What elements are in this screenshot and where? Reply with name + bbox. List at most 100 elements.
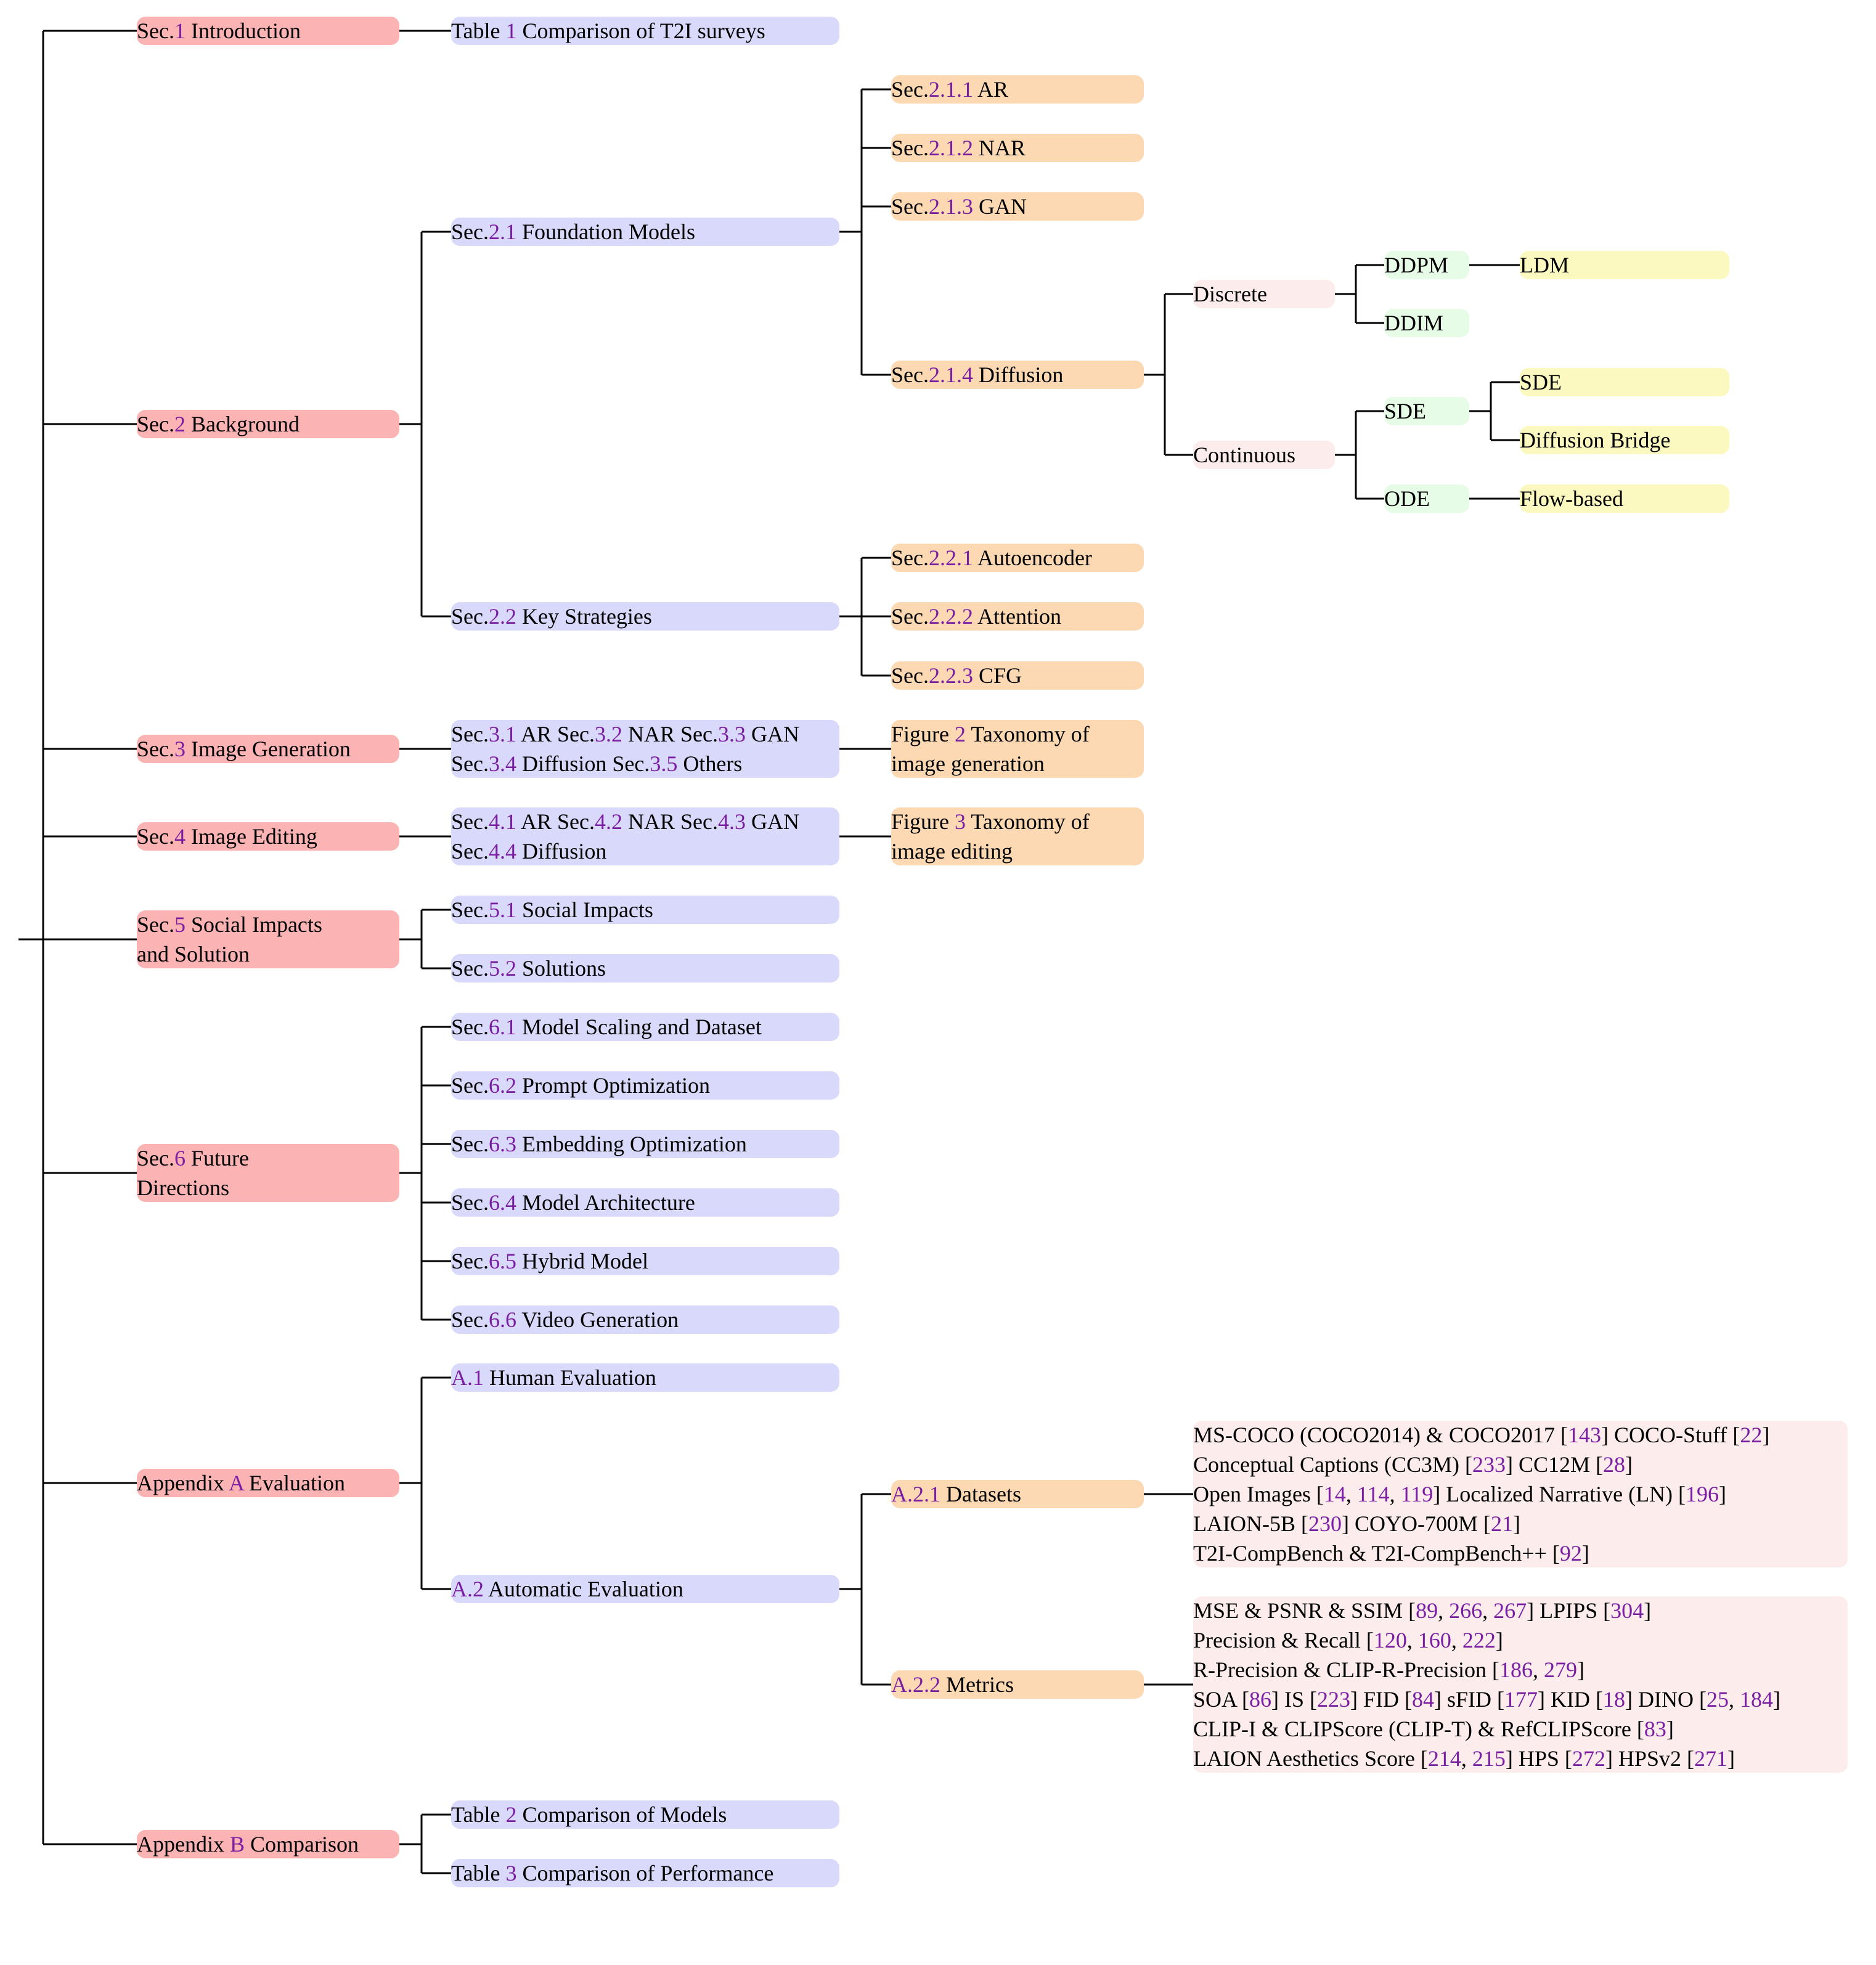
node-text: Sec. (451, 1190, 489, 1215)
node-line: Sec.5 Social Impacts (137, 910, 399, 939)
reference-number: 18 (1602, 1687, 1625, 1712)
node-line: ODE (1384, 484, 1469, 513)
node-text: Solutions (516, 956, 606, 981)
node-line: Sec.4 Image Editing (137, 822, 399, 851)
node-text: Social Impacts (516, 897, 653, 922)
node-line: A.2 Automatic Evaluation (451, 1574, 839, 1604)
node-text: ODE (1384, 486, 1430, 511)
node-line: A.2.1 Datasets (891, 1479, 1144, 1509)
node-line: Sec.6 Future (137, 1143, 399, 1173)
node-text: ] FID [ (1350, 1687, 1413, 1712)
node-text: ] (1772, 1687, 1780, 1712)
node-sec61: Sec.6.1 Model Scaling and Dataset (451, 1013, 839, 1041)
node-text: Prompt Optimization (516, 1073, 710, 1098)
node-a22: A.2.2 Metrics (891, 1670, 1144, 1699)
node-line: Sec.2.1.2 NAR (891, 133, 1144, 163)
reference-number: 84 (1412, 1687, 1435, 1712)
node-text: Diffusion Bridge (1520, 428, 1671, 452)
node-ddim: DDIM (1384, 309, 1469, 337)
node-sec214: Sec.2.1.4 Diffusion (891, 361, 1144, 389)
node-text: image generation (891, 751, 1045, 776)
node-line: Sec.2.2 Key Strategies (451, 602, 839, 631)
reference-number: 222 (1462, 1628, 1496, 1652)
node-text: Sec. (137, 1146, 174, 1170)
node-text: Key Strategies (516, 604, 652, 629)
reference-number: 5 (174, 912, 186, 937)
node-line: Sec.6.6 Video Generation (451, 1305, 839, 1334)
node-text: AR Sec. (516, 722, 595, 746)
reference-number: 114 (1356, 1482, 1390, 1506)
node-text: ] COYO-700M [ (1341, 1511, 1491, 1536)
node-text: GAN (746, 809, 799, 834)
node-line: LDM (1520, 250, 1729, 280)
node-text: NAR (973, 136, 1026, 160)
node-text: Sec. (891, 663, 929, 688)
node-text: , (1728, 1687, 1740, 1712)
reference-number: 196 (1686, 1482, 1719, 1506)
node-text: ] (1644, 1598, 1652, 1623)
node-text: Image Editing (185, 824, 317, 849)
node-text: AR (973, 77, 1009, 102)
node-text: SDE (1520, 370, 1562, 394)
reference-number: 4.2 (595, 809, 622, 834)
node-text: Sec. (891, 604, 929, 629)
node-text: NAR Sec. (622, 722, 718, 746)
node-text: Figure (891, 809, 955, 834)
node-line: Figure 3 Taxonomy of (891, 807, 1144, 836)
reference-number: 214 (1427, 1746, 1461, 1771)
node-text: and Solution (137, 942, 250, 966)
node-text: Sec. (891, 362, 929, 387)
reference-number: B (229, 1832, 245, 1857)
node-text: ] (1762, 1423, 1770, 1447)
node-text: Sec. (137, 737, 174, 761)
node-a2: A.2 Automatic Evaluation (451, 1575, 839, 1603)
node-text: Sec. (451, 1307, 489, 1332)
node-text: Sec. (137, 18, 174, 43)
node-text: MS-COCO (COCO2014) & COCO2017 [ (1193, 1423, 1568, 1447)
node-line: A.1 Human Evaluation (451, 1363, 839, 1392)
reference-number: 279 (1543, 1657, 1577, 1682)
node-line: Sec.6.5 Hybrid Model (451, 1246, 839, 1276)
node-text: Introduction (185, 18, 301, 43)
reference-number: 4.1 (488, 809, 516, 834)
node-line: LAION Aesthetics Score [214, 215] HPS [2… (1193, 1744, 1848, 1773)
reference-number: 2 (955, 722, 966, 746)
reference-number: A.2.1 (891, 1482, 940, 1506)
node-text: Comparison (245, 1832, 359, 1857)
reference-number: 28 (1602, 1452, 1625, 1477)
node-sec212: Sec.2.1.2 NAR (891, 134, 1144, 162)
node-text: Embedding Optimization (516, 1132, 747, 1156)
node-line: DDPM (1384, 250, 1469, 280)
node-text: Human Evaluation (484, 1365, 656, 1390)
node-line: Sec.2.1.1 AR (891, 75, 1144, 104)
node-ddpm: DDPM (1384, 251, 1469, 279)
node-sde_m: SDE (1384, 397, 1469, 425)
node-sec223: Sec.2.2.3 CFG (891, 661, 1144, 690)
node-text: Diffusion Sec. (516, 751, 650, 776)
node-text: ] sFID [ (1434, 1687, 1505, 1712)
node-text: Comparison of T2I surveys (516, 18, 765, 43)
node-text: , (1532, 1657, 1544, 1682)
node-text: Continuous (1193, 443, 1296, 467)
node-text: LAION-5B [ (1193, 1511, 1308, 1536)
node-text: Table (451, 1802, 506, 1827)
node-line: Open Images [14, 114, 119] Localized Nar… (1193, 1479, 1848, 1509)
reference-number: 83 (1644, 1717, 1666, 1741)
node-text: ] COCO-Stuff [ (1601, 1423, 1740, 1447)
node-text: Comparison of Performance (516, 1861, 774, 1885)
node-line: image generation (891, 749, 1144, 778)
reference-number: 2 (174, 412, 186, 436)
node-text: AR Sec. (516, 809, 595, 834)
reference-number: 304 (1610, 1598, 1644, 1623)
reference-number: 160 (1417, 1628, 1451, 1652)
reference-number: 89 (1416, 1598, 1438, 1623)
node-text: Sec. (451, 1073, 489, 1098)
node-a1: A.1 Human Evaluation (451, 1363, 839, 1392)
node-table1: Table 1 Comparison of T2I surveys (451, 17, 839, 45)
node-sec21: Sec.2.1 Foundation Models (451, 218, 839, 246)
node-text: Hybrid Model (516, 1249, 648, 1273)
node-line: Appendix A Evaluation (137, 1468, 399, 1498)
reference-number: 3.2 (595, 722, 622, 746)
node-line: Sec.2.1.4 Diffusion (891, 360, 1144, 390)
node-line: SDE (1384, 396, 1469, 426)
